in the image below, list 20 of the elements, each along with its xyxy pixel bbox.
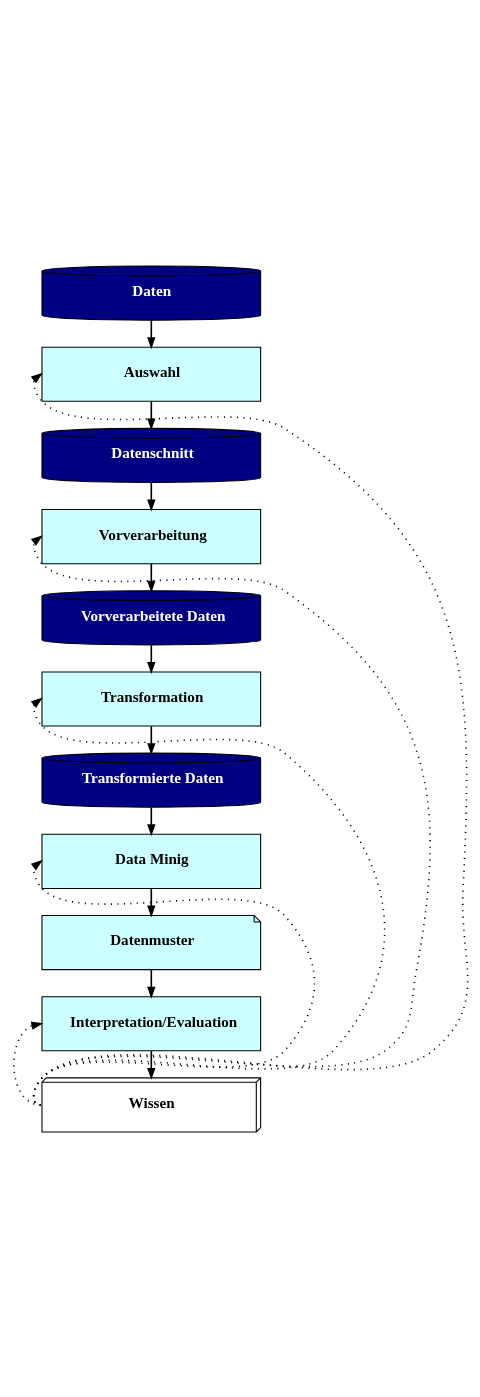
arrow (146, 968, 155, 999)
arrow (146, 1049, 155, 1080)
node-box: Interpretation/Evaluation (40, 995, 261, 1051)
arrow (146, 400, 155, 430)
arrow (146, 806, 155, 836)
arrow (146, 319, 155, 349)
arrow (30, 697, 385, 1106)
node-box: Vorverarbeitung (40, 508, 261, 564)
node-box: Auswahl (40, 346, 261, 402)
arrow (146, 562, 155, 593)
arrow (30, 372, 468, 1106)
arrow (146, 887, 155, 917)
node-box: Transformation (40, 670, 261, 727)
arrow (30, 534, 431, 1106)
arrow (146, 481, 155, 512)
arrow (12, 1021, 43, 1106)
arrow (146, 643, 155, 674)
node-box: Data Minig (40, 833, 261, 889)
arrow (146, 725, 155, 755)
arrow (30, 859, 315, 1106)
